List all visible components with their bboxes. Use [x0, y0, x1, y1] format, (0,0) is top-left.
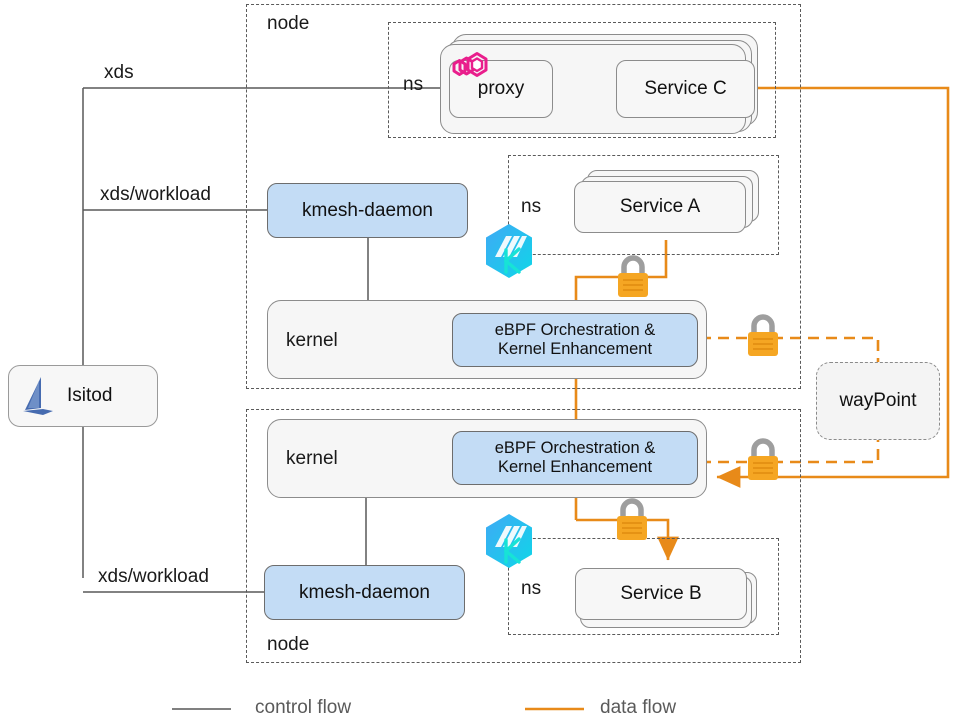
kmesh-daemon-bottom-label: kmesh-daemon	[299, 581, 430, 603]
lock-icon-service-a	[618, 255, 648, 297]
edge-label-xds-workload-bottom: xds/workload	[98, 566, 209, 587]
lock-icon-kernel-bottom	[748, 438, 778, 480]
service-a-label: Service A	[619, 196, 701, 217]
istiod-label: Isitod	[67, 385, 113, 406]
ns-proxy-label: ns	[403, 74, 424, 95]
node-top-label: node	[267, 13, 310, 34]
ebpf-top-text: eBPF Orchestration & Kernel Enhancement	[495, 321, 655, 359]
ebpf-bottom-line2: Kernel Enhancement	[497, 458, 653, 476]
envoy-proxy-icon	[452, 52, 488, 77]
lock-icon-service-b	[617, 498, 647, 540]
kmesh-daemon-top-label: kmesh-daemon	[302, 199, 433, 221]
kmesh-daemon-bottom[interactable]: kmesh-daemon	[264, 565, 465, 620]
edge-label-xds-workload-top: xds/workload	[100, 184, 211, 205]
node-bottom-boundary	[246, 409, 801, 663]
istio-sail-icon	[23, 377, 53, 415]
service-b[interactable]: Service B	[575, 568, 747, 620]
service-a[interactable]: Service A	[574, 181, 746, 233]
kmesh-daemon-top[interactable]: kmesh-daemon	[267, 183, 468, 238]
ebpf-orchestration-top[interactable]: eBPF Orchestration & Kernel Enhancement	[452, 313, 698, 367]
ns-servicea-label: ns	[521, 196, 542, 217]
legend-label-control-flow: control flow	[255, 697, 352, 718]
service-c-label: Service C	[644, 78, 727, 99]
proxy-label: proxy	[477, 78, 525, 99]
ebpf-bottom-line1: eBPF Orchestration &	[494, 439, 656, 458]
legend-label-data-flow: data flow	[600, 697, 677, 718]
ns-serviceb-label: ns	[521, 578, 542, 599]
ebpf-bottom-text: eBPF Orchestration & Kernel Enhancement	[495, 439, 655, 477]
ebpf-top-line2: Kernel Enhancement	[497, 340, 653, 358]
kmesh-hexagon-icon-top	[486, 224, 532, 278]
node-top-boundary	[246, 4, 801, 389]
kmesh-hexagon-icon-bottom	[486, 514, 532, 568]
ebpf-top-line1: eBPF Orchestration &	[494, 321, 656, 340]
edge-servicec-to-ebpf-bottom	[716, 86, 950, 488]
ns-proxy-servicec-boundary	[388, 22, 776, 138]
kernel-top-label: kernel	[286, 330, 338, 351]
node-bottom-label: node	[267, 634, 310, 655]
lock-icon-kernel-top	[748, 314, 778, 356]
service-b-label: Service B	[620, 583, 702, 604]
edge-label-xds: xds	[104, 62, 134, 83]
ebpf-orchestration-bottom[interactable]: eBPF Orchestration & Kernel Enhancement	[452, 431, 698, 485]
istiod-box[interactable]: Isitod	[8, 365, 158, 427]
waypoint-label: wayPoint	[839, 390, 917, 411]
ns-servicea-boundary	[508, 155, 779, 255]
edge-spine-to-serviceb	[576, 518, 679, 561]
waypoint[interactable]: wayPoint	[816, 362, 940, 440]
container-service-c[interactable]: Service C	[616, 60, 755, 118]
kernel-bottom-label: kernel	[286, 448, 338, 469]
